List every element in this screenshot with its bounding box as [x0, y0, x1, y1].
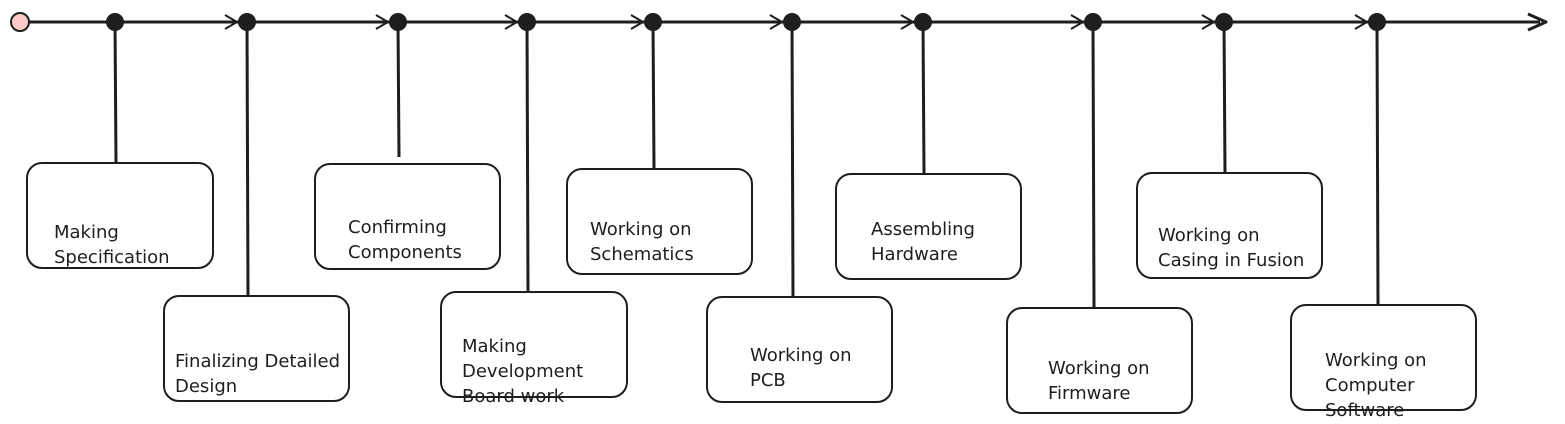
axis-arrow-tick [1354, 14, 1369, 30]
milestone-connector [1375, 21, 1380, 305]
milestone-label: Assembling Hardware [871, 219, 975, 265]
milestone-dot [644, 13, 662, 31]
milestone-box-assembling-hardware: Assembling Hardware [835, 173, 1022, 280]
milestone-dot [914, 13, 932, 31]
axis-arrow-tick [504, 14, 519, 30]
milestone-dot [1084, 13, 1102, 31]
milestone-label: Making Specification [54, 222, 170, 268]
milestone-connector [651, 21, 656, 169]
milestone-label: Working on PCB [750, 345, 852, 391]
milestone-connector [245, 21, 250, 296]
axis-arrow-tick [900, 14, 915, 30]
milestone-connector [1091, 21, 1096, 308]
milestone-label: Making Development Board work [462, 336, 584, 407]
axis-arrow-tick [630, 14, 645, 30]
milestone-connector [921, 21, 926, 174]
milestone-connector [790, 21, 795, 297]
milestone-dot [518, 13, 536, 31]
milestone-dot [1215, 13, 1233, 31]
milestone-connector [396, 21, 401, 158]
milestone-box-working-on-firmware: Working on Firmware [1006, 307, 1193, 414]
milestone-connector [113, 21, 118, 163]
milestone-dot [106, 13, 124, 31]
milestone-box-working-on-schematics: Working on Schematics [566, 168, 753, 275]
milestone-dot [783, 13, 801, 31]
milestone-box-making-specification: Making Specification [26, 162, 214, 269]
milestone-label: Confirming Components [348, 217, 462, 263]
axis-arrow-tick [224, 14, 239, 30]
axis-arrow-tick [769, 14, 784, 30]
timeline-arrowhead [1527, 12, 1548, 32]
milestone-dot [389, 13, 407, 31]
axis-arrow-tick [1201, 14, 1216, 30]
axis-arrow-tick [1070, 14, 1085, 30]
milestone-box-working-on-casing-in-fusion: Working on Casing in Fusion [1136, 172, 1323, 279]
milestone-box-working-on-computer-software: Working on Computer Software [1290, 304, 1477, 421]
milestone-label: Finalizing Detailed Design [175, 351, 341, 397]
milestone-connector [1222, 21, 1227, 173]
milestone-label: Working on Casing in Fusion [1158, 225, 1305, 271]
milestone-connector [525, 21, 530, 292]
milestone-box-working-on-pcb: Working on PCB [706, 296, 893, 403]
milestone-box-making-development-board-work: Making Development Board work [440, 291, 628, 407]
axis-arrow-tick [375, 14, 390, 30]
milestone-dot [238, 13, 256, 31]
milestone-label: Working on Firmware [1048, 358, 1150, 404]
milestone-box-finalizing-detailed-design: Finalizing Detailed Design [163, 295, 350, 402]
milestone-label: Working on Schematics [590, 219, 694, 265]
milestone-label: Working on Computer Software [1325, 350, 1427, 421]
timeline-start-marker [10, 12, 30, 32]
milestone-dot [1368, 13, 1386, 31]
milestone-box-confirming-components: Confirming Components [314, 163, 501, 270]
